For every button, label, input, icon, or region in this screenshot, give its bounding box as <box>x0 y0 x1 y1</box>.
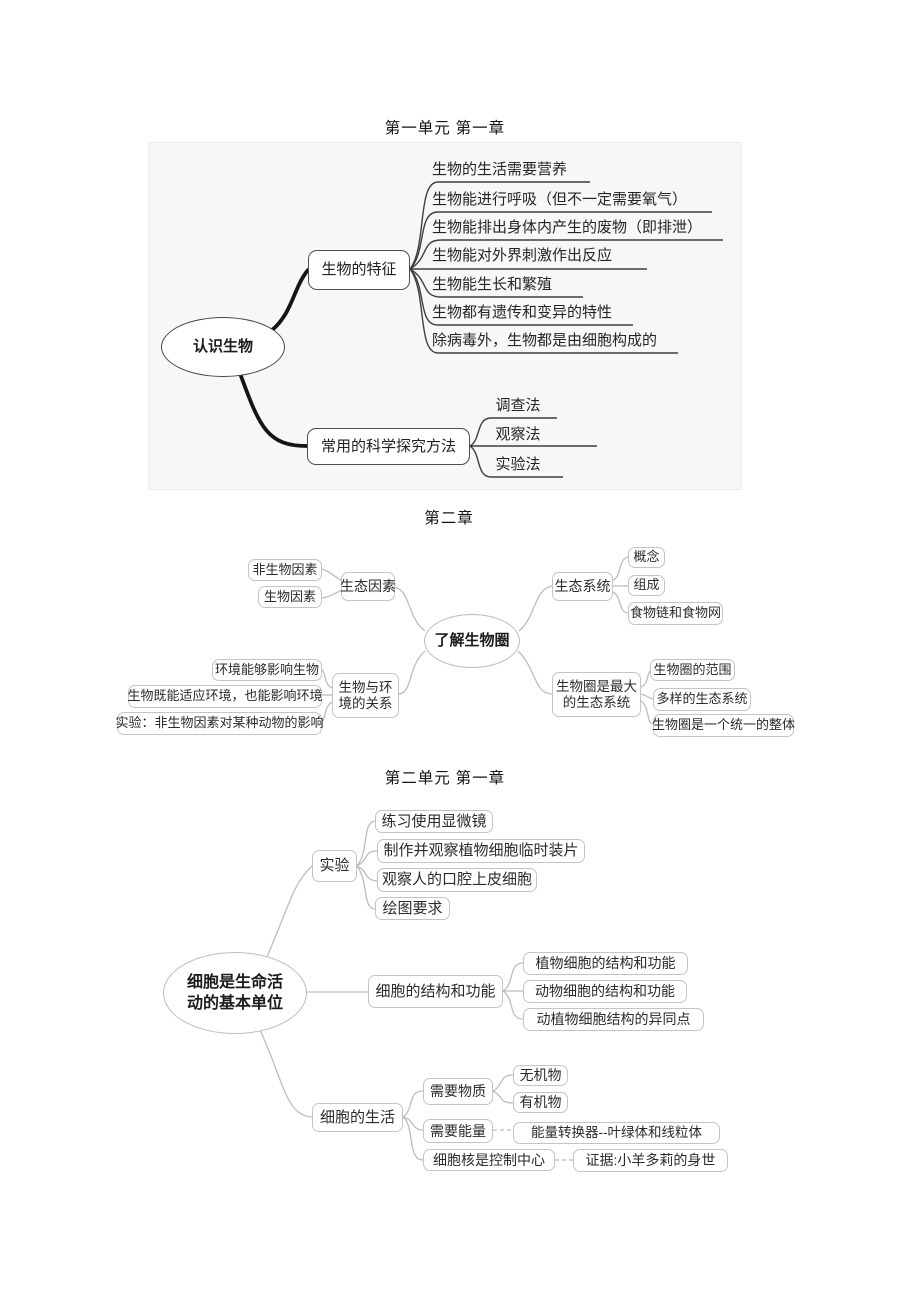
map2-leaf: 生物圈的范围 <box>650 659 735 681</box>
map2-leaf: 生物圈是一个统一的整体 <box>652 714 795 737</box>
map1-method-item: 实验法 <box>495 456 541 473</box>
map3-leaf: 动物细胞的结构和功能 <box>523 980 687 1003</box>
map1-branch-methods: 常用的科学探究方法 <box>307 428 470 465</box>
map3-leaf: 能量转换器--叶绿体和线粒体 <box>513 1122 720 1144</box>
map3-leaf: 动植物细胞结构的异同点 <box>523 1008 704 1031</box>
map2-branch-bio-env: 生物与环 境的关系 <box>332 673 399 718</box>
map2-leaf: 组成 <box>628 575 665 596</box>
map1-feature-item: 生物能生长和繁殖 <box>432 276 553 293</box>
map3-branch-experiment: 实验 <box>312 850 357 882</box>
map3-leaf: 观察人的口腔上皮细胞 <box>377 868 537 892</box>
map3-leaf: 植物细胞的结构和功能 <box>523 952 688 975</box>
map2-branch-eco-factor: 生态因素 <box>340 572 396 601</box>
map3-subbranch-nucleus: 细胞核是控制中心 <box>423 1149 555 1171</box>
map2-root-node: 了解生物圈 <box>424 614 520 668</box>
map2-leaf: 多样的生态系统 <box>653 688 751 711</box>
branch-label-line: 境的关系 <box>338 695 393 711</box>
branch-label-line: 生物与环 <box>338 679 393 695</box>
map2-leaf: 生物既能适应环境，也能影响环境 <box>128 685 323 708</box>
map3-leaf: 证据:小羊多莉的身世 <box>573 1149 728 1172</box>
map1-branch-features: 生物的特征 <box>308 250 410 290</box>
map3-leaf: 有机物 <box>513 1092 568 1113</box>
map1-title: 第一单元 第一章 <box>384 120 506 137</box>
map2-leaf: 非生物因素 <box>248 559 322 581</box>
map3-subbranch-matter: 需要物质 <box>423 1078 493 1105</box>
map2-leaf: 食物链和食物网 <box>628 602 723 625</box>
branch-label-line: 生物圈是最大 <box>556 678 637 694</box>
map1-root-node: 认识生物 <box>161 317 285 377</box>
branch-label-line: 的生态系统 <box>562 694 631 710</box>
map2-leaf: 环境能够影响生物 <box>212 659 322 681</box>
map1-feature-item: 生物能排出身体内产生的废物（即排泄） <box>432 219 703 236</box>
map3-leaf: 制作并观察植物细胞临时装片 <box>377 839 585 863</box>
root-label-line: 动的基本单位 <box>186 995 283 1012</box>
map2-title: 第二章 <box>424 510 474 527</box>
map1-feature-item: 生物能对外界刺激作出反应 <box>432 247 613 264</box>
map1-feature-item: 除病毒外，生物都是由细胞构成的 <box>432 332 658 349</box>
map2-leaf: 实验：非生物因素对某种动物的影响 <box>116 712 324 735</box>
map3-leaf: 练习使用显微镜 <box>375 810 493 833</box>
map2-branch-biosphere: 生物圈是最大 的生态系统 <box>552 672 641 717</box>
map2-leaf: 生物因素 <box>258 586 322 608</box>
map1-method-item: 观察法 <box>495 426 541 443</box>
map3-branch-structure: 细胞的结构和功能 <box>368 975 503 1008</box>
map3-branch-life: 细胞的生活 <box>312 1103 403 1132</box>
map2-branch-ecosystem: 生态系统 <box>552 572 613 601</box>
map3-subbranch-energy: 需要能量 <box>423 1119 493 1143</box>
map3-leaf: 绘图要求 <box>375 897 450 920</box>
map3-title: 第二单元 第一章 <box>384 770 506 787</box>
map1-feature-item: 生物都有遗传和变异的特性 <box>432 304 613 321</box>
map1-method-item: 调查法 <box>495 397 541 414</box>
map3-root-node: 细胞是生命活 动的基本单位 <box>163 952 307 1034</box>
map1-feature-item: 生物的生活需要营养 <box>432 161 568 178</box>
map3-leaf: 无机物 <box>513 1065 568 1086</box>
root-label-line: 细胞是生命活 <box>186 974 283 991</box>
map2-leaf: 概念 <box>628 547 665 568</box>
map1-feature-item: 生物能进行呼吸（但不一定需要氧气） <box>432 191 688 208</box>
